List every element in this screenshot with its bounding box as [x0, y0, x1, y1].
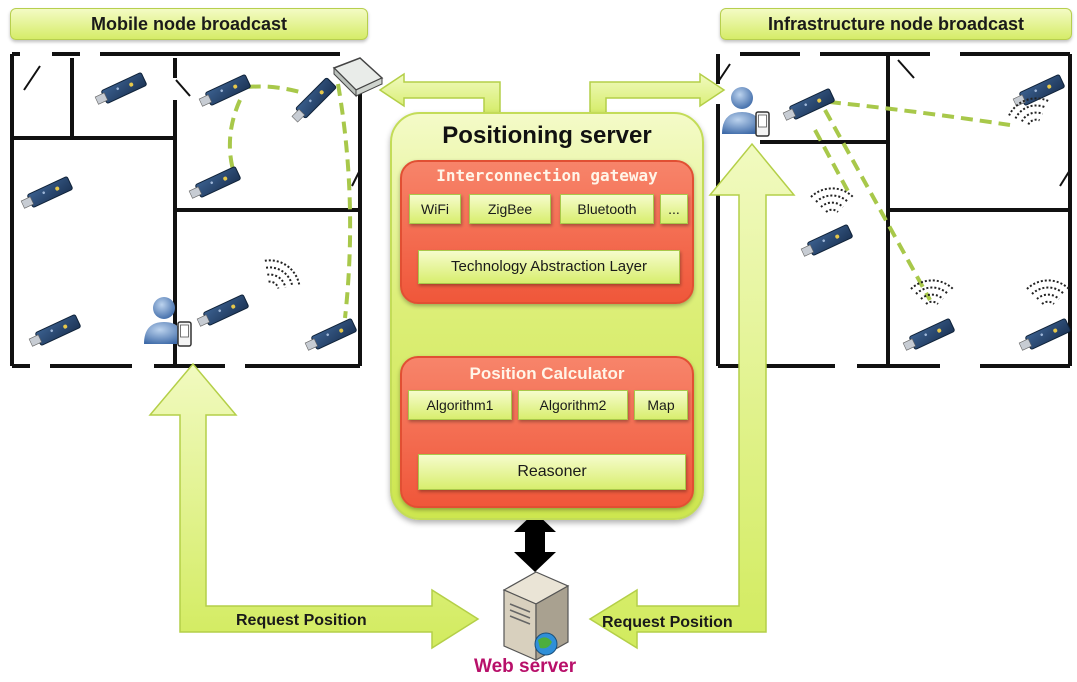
module-map: Map — [634, 390, 688, 420]
left-floor-plan — [10, 52, 362, 368]
right-floor-plan — [716, 52, 1072, 368]
interconnection-gateway-panel: Interconnection gateway WiFi ZigBee Blue… — [400, 160, 694, 304]
tech-bluetooth: Bluetooth — [560, 194, 654, 224]
sensor-nodes-right — [781, 73, 1072, 354]
request-position-label-left: Request Position — [236, 612, 367, 629]
web-server-icon — [502, 571, 570, 662]
positioning-server-title: Positioning server — [442, 122, 652, 149]
person-icon-left — [143, 296, 192, 347]
web-server-label: Web server — [474, 656, 577, 677]
tech-zigbee: ZigBee — [469, 194, 551, 224]
technology-abstraction-layer: Technology Abstraction Layer — [418, 250, 680, 284]
gateway-device — [332, 57, 384, 98]
tech-more: ... — [660, 194, 688, 224]
positioning-server: Positioning server Interconnection gatew… — [390, 112, 704, 520]
position-calculator-title: Position Calculator — [469, 364, 625, 383]
module-algorithm2: Algorithm2 — [518, 390, 628, 420]
wireless-links — [227, 83, 1011, 319]
tech-wifi: WiFi — [409, 194, 461, 224]
position-calculator-panel: Position Calculator Algorithm1 Algorithm… — [400, 356, 694, 508]
module-algorithm1: Algorithm1 — [408, 390, 512, 420]
interconnection-gateway-title: Interconnection gateway — [436, 166, 658, 185]
infrastructure-node-header: Infrastructure node broadcast — [720, 8, 1072, 40]
mobile-node-header: Mobile node broadcast — [10, 8, 368, 40]
request-arrows — [148, 72, 796, 650]
person-icon-right — [721, 86, 770, 137]
request-position-label-right: Request Position — [602, 614, 733, 631]
reasoner: Reasoner — [418, 454, 686, 490]
